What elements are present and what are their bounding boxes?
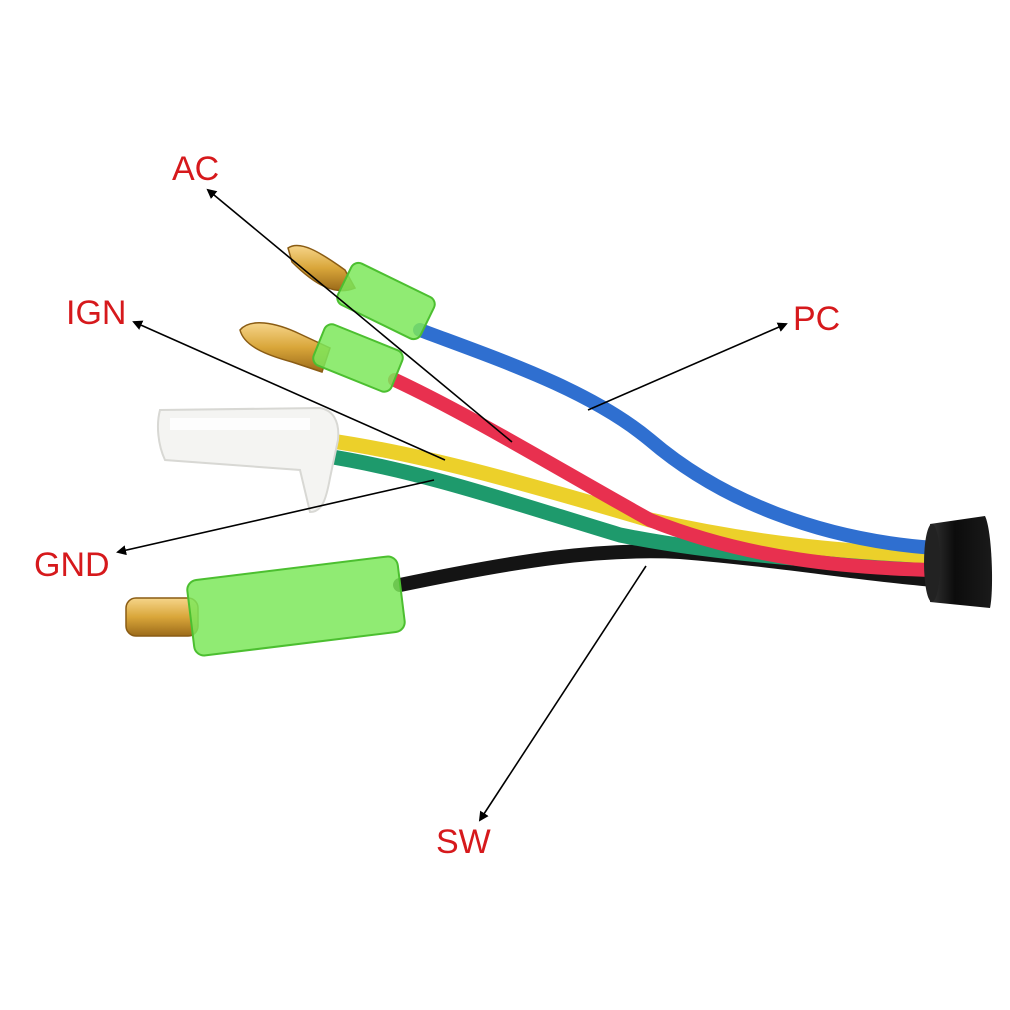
wire-blue bbox=[413, 323, 942, 555]
ac-arrow bbox=[206, 188, 513, 443]
green-insulator-sleeve bbox=[336, 261, 436, 341]
wire-red bbox=[388, 373, 942, 577]
ign-arrow bbox=[132, 320, 446, 461]
sw-label: SW bbox=[436, 823, 491, 861]
green-insulator-sleeve bbox=[186, 555, 406, 657]
ac-terminal bbox=[287, 244, 436, 341]
cable-sheath bbox=[924, 516, 993, 608]
ign-label: IGN bbox=[66, 294, 127, 332]
pc-arrow bbox=[587, 322, 788, 411]
green-insulator-sleeve bbox=[312, 323, 404, 393]
ign-terminal bbox=[239, 322, 404, 393]
wires bbox=[312, 323, 943, 592]
sw-terminal bbox=[125, 555, 406, 657]
sw-arrow bbox=[478, 565, 647, 822]
gnd-arrow bbox=[116, 479, 435, 556]
callout-arrows bbox=[116, 188, 788, 822]
ac-label: AC bbox=[172, 150, 220, 188]
gnd-label: GND bbox=[34, 546, 110, 584]
pc-label: PC bbox=[793, 300, 841, 338]
white-connector bbox=[156, 406, 340, 514]
